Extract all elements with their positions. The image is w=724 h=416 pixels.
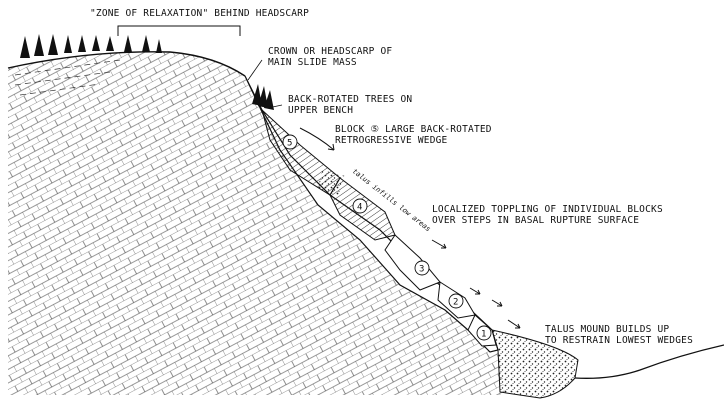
block-number-5: 5 xyxy=(287,139,292,149)
trees-leader xyxy=(267,104,283,109)
talus-infill xyxy=(318,170,345,196)
tree-group-bench xyxy=(252,84,274,110)
rock-mass xyxy=(8,51,505,396)
talus-label-line1: TALUS MOUND BUILDS UP xyxy=(545,324,669,335)
block-circle-5 xyxy=(282,134,298,150)
block-number-1: 1 xyxy=(481,330,486,340)
topple-label-line1: LOCALIZED TOPPLING OF INDIVIDUAL BLOCKS xyxy=(432,204,663,215)
crown-leader xyxy=(247,59,263,81)
movement-arrows xyxy=(299,127,521,329)
topple-label-line2: OVER STEPS IN BASAL RUPTURE SURFACE xyxy=(432,215,639,226)
block-number-4: 4 xyxy=(357,203,362,213)
block-circle-2 xyxy=(448,293,464,309)
talus-label-line2: TO RESTRAIN LOWEST WEDGES xyxy=(545,335,693,346)
block-circle-4 xyxy=(352,198,368,214)
block-label-line2: RETROGRESSIVE WEDGE xyxy=(335,135,448,146)
soil-dashes xyxy=(14,59,121,96)
valley-floor xyxy=(574,344,724,379)
block-3-wedge xyxy=(384,234,441,291)
block-number-2: 2 xyxy=(453,298,458,308)
block-label-line1: BLOCK ⑤ LARGE BACK-ROTATED xyxy=(335,124,492,135)
crown-label-line2: MAIN SLIDE MASS xyxy=(268,57,357,68)
block-circle-3 xyxy=(414,260,430,276)
block-number-3: 3 xyxy=(419,265,424,275)
zone-label: "ZONE OF RELAXATION" BEHIND HEADSCARP xyxy=(90,8,309,19)
trees-label-line2: UPPER BENCH xyxy=(288,105,353,116)
trees-label-line1: BACK-ROTATED TREES ON xyxy=(288,94,412,105)
zone-bracket xyxy=(117,25,241,36)
tree-group-upper xyxy=(20,34,162,58)
crown-label-line1: CROWN OR HEADSCARP OF xyxy=(268,46,392,57)
block-circles: 5 4 3 2 1 xyxy=(282,134,492,341)
block-circle-1 xyxy=(476,325,492,341)
